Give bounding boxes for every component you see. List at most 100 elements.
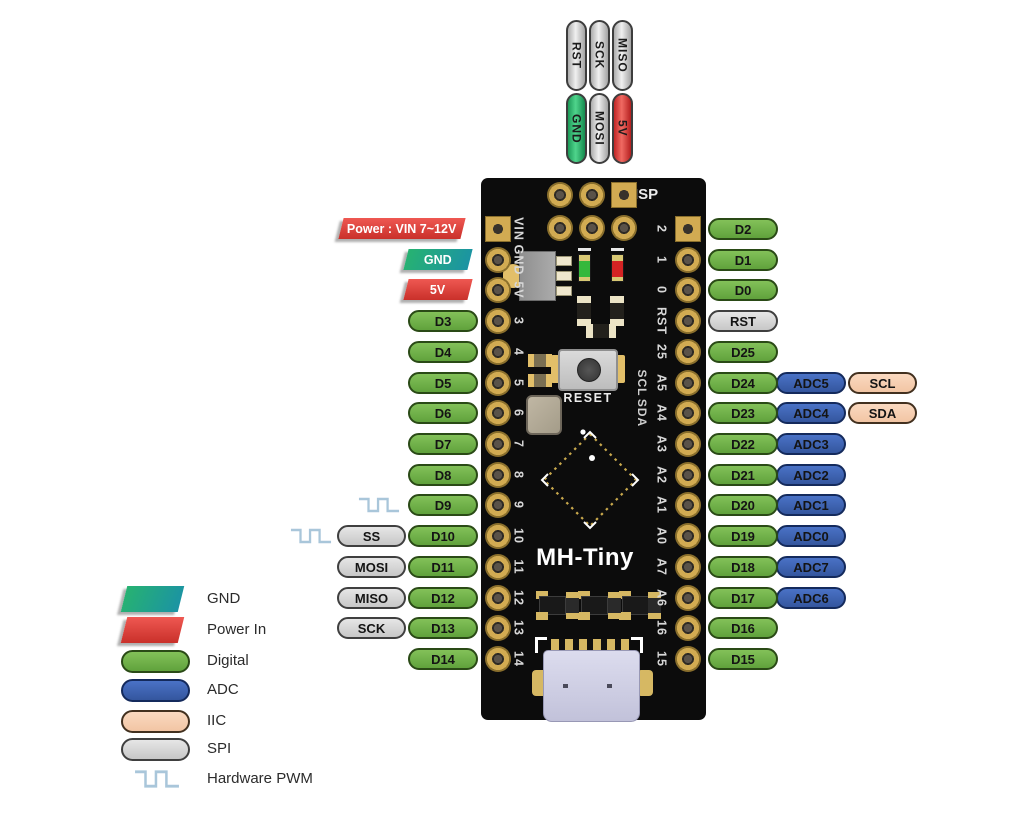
pin-d2: D2 [708, 218, 778, 240]
pin-label: D22 [731, 436, 755, 452]
board-pin-label-right: 2 [654, 225, 669, 233]
board-pin-label-left: VIN [511, 217, 526, 241]
adc-adc7: ADC7 [776, 556, 846, 578]
pad-right-16 [675, 615, 701, 641]
spi-mosi: MOSI [337, 556, 406, 578]
pin-d20: D20 [708, 494, 778, 516]
adc-adc2: ADC2 [776, 464, 846, 486]
spi-label: MOSI [354, 559, 389, 575]
board-pin-label-left: 13 [511, 620, 526, 636]
pin-label: D18 [731, 559, 755, 575]
pin-label: D25 [731, 344, 755, 360]
pin-label: D12 [431, 590, 455, 606]
top-pin-label: GND [569, 113, 584, 144]
resistor [566, 592, 579, 619]
pin-label: D4 [434, 344, 452, 360]
diode-pad [536, 591, 548, 599]
pad-left-8 [485, 462, 511, 488]
pin-d19: D19 [708, 525, 778, 547]
board-pin-label-right: A4 [654, 404, 669, 422]
board-pin-label-right: 0 [654, 286, 669, 294]
pad-left-14 [485, 646, 511, 672]
iic-sda: SDA [848, 402, 917, 424]
diode [539, 596, 566, 615]
pin-label: D21 [731, 467, 755, 483]
diode-pad [536, 612, 548, 620]
board-pin-label-right: A7 [654, 558, 669, 576]
board-pin-label-left: 5V [511, 281, 526, 299]
board-pin-label-right: 25 [654, 344, 669, 360]
pin-label: RST [730, 313, 756, 329]
usb-mount-tab [637, 670, 653, 696]
pin-rst: RST [708, 310, 778, 332]
pin-label: D24 [731, 375, 755, 391]
pad-right-2 [675, 216, 701, 242]
top-pin-5v: 5V [612, 93, 633, 164]
pin-label: D0 [734, 282, 752, 298]
led-silk-mark [578, 248, 591, 251]
board-pin-label-left: 3 [511, 317, 526, 325]
pin-d3: D3 [408, 310, 478, 332]
board-pin-label-right: 16 [654, 620, 669, 636]
spi-ss: SS [337, 525, 406, 547]
power-label-text: Power : VIN 7~12V [347, 221, 457, 236]
pin-d15: D15 [708, 648, 778, 670]
pin-d10: D10 [408, 525, 478, 547]
legend-swatch-adc [121, 679, 190, 702]
pin-label: D14 [431, 651, 455, 667]
top-pin-label: MISO [615, 38, 630, 73]
pin-d23: D23 [708, 402, 778, 424]
pad-right-a3 [675, 431, 701, 457]
legend-label-hardware-pwm: Hardware PWM [207, 770, 313, 787]
pin-d13: D13 [408, 617, 478, 639]
diode-pad [578, 612, 590, 620]
pin-label: D19 [731, 528, 755, 544]
pad-left-13 [485, 615, 511, 641]
diode-pad [619, 612, 631, 620]
spi-sck: SCK [337, 617, 406, 639]
usb-silk-bracket [631, 637, 643, 653]
isp-pad-2 [579, 182, 605, 208]
pwm-icon [290, 526, 332, 546]
isp-label: ISP [634, 186, 659, 203]
pad-left-7 [485, 431, 511, 457]
board-pin-label-left: 8 [511, 471, 526, 479]
pad-left-10 [485, 523, 511, 549]
power-label-power-vin-7-12v: Power : VIN 7~12V [338, 218, 466, 239]
pin-d8: D8 [408, 464, 478, 486]
diode-pad [619, 591, 631, 599]
pad-left-5 [485, 370, 511, 396]
pin-label: D20 [731, 497, 755, 513]
pwm-icon [358, 495, 400, 515]
pcb-board: ISP RESET MH-Tiny [481, 178, 706, 722]
legend-label-digital: Digital [207, 652, 249, 669]
led-silk-mark [611, 248, 624, 251]
pin-d14: D14 [408, 648, 478, 670]
legend-swatch-iic [121, 710, 190, 733]
crystal-oscillator [526, 395, 562, 435]
pad-left-3 [485, 308, 511, 334]
regulator-pin [556, 271, 572, 281]
adc-label: ADC1 [793, 497, 829, 513]
board-pin-label-left: GND [511, 244, 526, 276]
pin-label: D7 [434, 436, 452, 452]
pin-label: D6 [434, 405, 452, 421]
pin-d9: D9 [408, 494, 478, 516]
pin-label: D10 [431, 528, 455, 544]
pin-d17: D17 [708, 587, 778, 609]
iic-label: SDA [868, 405, 897, 421]
silk-sda: SDA [635, 398, 649, 428]
capacitor [528, 374, 552, 387]
pad-left-5v [485, 277, 511, 303]
isp-pad-6 [611, 215, 637, 241]
pin-label: D16 [731, 620, 755, 636]
reset-label: RESET [563, 391, 613, 405]
board-pin-label-right: A5 [654, 374, 669, 392]
regulator-pin [556, 286, 572, 296]
adc-adc1: ADC1 [776, 494, 846, 516]
pad-right-1 [675, 247, 701, 273]
pin-d0: D0 [708, 279, 778, 301]
top-pin-label: 5V [615, 120, 630, 137]
adc-label: ADC6 [793, 590, 829, 606]
pin-label: D15 [731, 651, 755, 667]
